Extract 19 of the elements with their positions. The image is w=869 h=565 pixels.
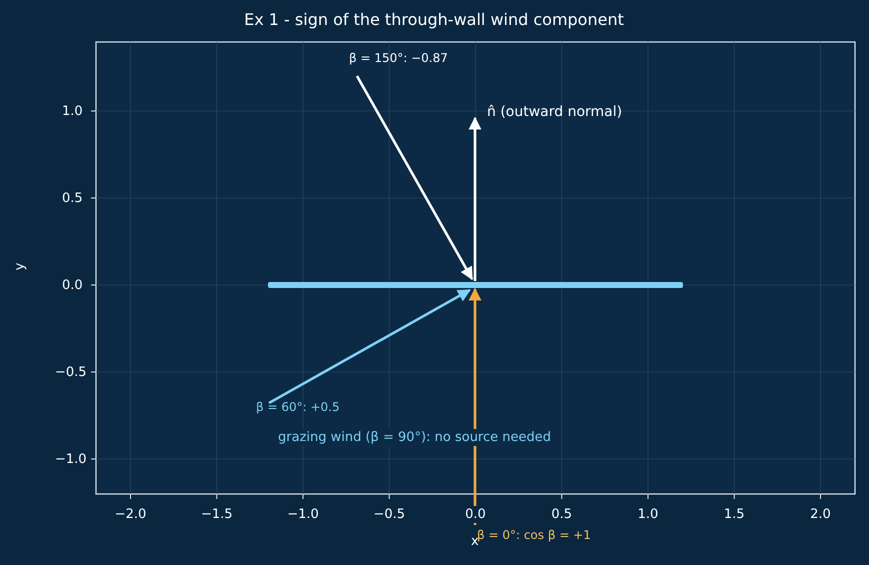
- tick-label: 0.0: [62, 277, 83, 294]
- axis-label: x: [471, 534, 479, 550]
- arrow: [356, 75, 474, 280]
- vector-label: β = 60°: +0.5: [256, 399, 340, 415]
- vector-label: β = 150°: −0.87: [349, 50, 448, 66]
- tick-label: −0.5: [55, 364, 87, 381]
- wall-line: [268, 282, 683, 288]
- tick-label: 0.0: [465, 506, 486, 523]
- arrow: [268, 288, 471, 404]
- tick-label: −1.0: [55, 451, 87, 468]
- tick-label: 1.0: [62, 103, 83, 120]
- chart-title: Ex 1 - sign of the through-wall wind component: [244, 10, 624, 30]
- vector-label: n̂ (outward normal): [487, 103, 622, 121]
- arrow: [468, 116, 482, 281]
- tick-label: 0.5: [62, 190, 83, 207]
- annotation-text: grazing wind (β = 90°): no source needed: [278, 429, 552, 446]
- arrow: [468, 288, 482, 525]
- vector-label: β = 0°: cos β = +1: [477, 527, 591, 543]
- axis-label: y: [11, 262, 28, 270]
